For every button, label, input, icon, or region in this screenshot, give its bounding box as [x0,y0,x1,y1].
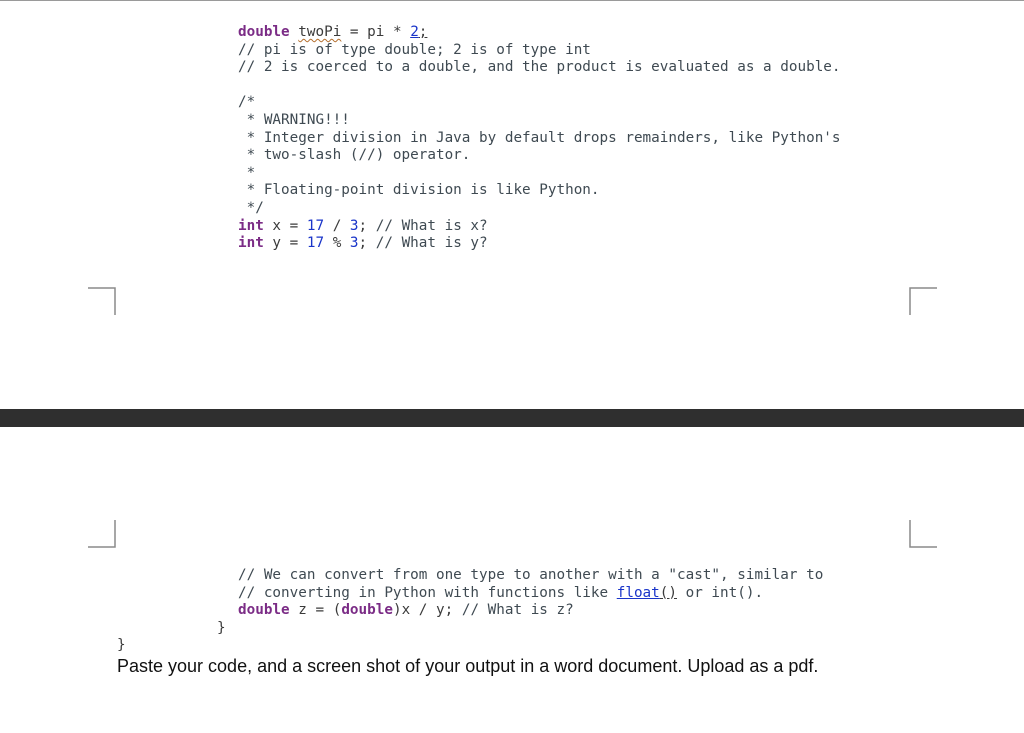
block-comment-warning: * WARNING!!! [238,111,350,128]
top-border [0,0,1024,1]
block-comment-star: * [238,164,256,181]
comment-coerced: // 2 is coerced to a double, and the pro… [238,59,841,76]
instruction-text: Paste your code, and a screen shot of yo… [117,656,819,676]
block-comment-floating: * Floating-point division is like Python… [238,182,600,199]
code-line-x: int x = 17 / 3; // What is x? [238,217,488,234]
code-line-y: int y = 17 % 3; // What is y? [238,235,488,252]
comment-cast: // We can convert from one type to anoth… [238,567,824,583]
code-line-twopi: double twoPi = pi * 2; [238,24,428,40]
comment-pi-type: // pi is of type double; 2 is of type in… [238,41,591,58]
code-block-page1: double twoPi = pi * 2; // pi is of type … [238,24,841,253]
closing-brace-outer: } [117,637,126,653]
page-break-separator [0,409,1024,427]
closing-brace-inner: } [217,620,226,636]
comment-converting: // converting in Python with functions l… [238,584,764,601]
code-line-z: double z = (double)x / y; // What is z? [238,602,574,619]
block-comment-open: /* [238,94,256,111]
code-block-page2: // We can convert from one type to anoth… [238,567,823,620]
crop-mark-bottom-left-icon [88,287,116,315]
crop-mark-bottom-right-icon [909,287,937,315]
crop-mark-top-right-icon [909,520,937,548]
crop-mark-top-left-icon [88,520,116,548]
block-comment-two-slash: * two-slash (//) operator. [238,147,471,164]
block-comment-close: */ [238,199,264,216]
link-float[interactable]: float [616,584,660,601]
block-comment-integer-division: * Integer division in Java by default dr… [238,129,841,146]
